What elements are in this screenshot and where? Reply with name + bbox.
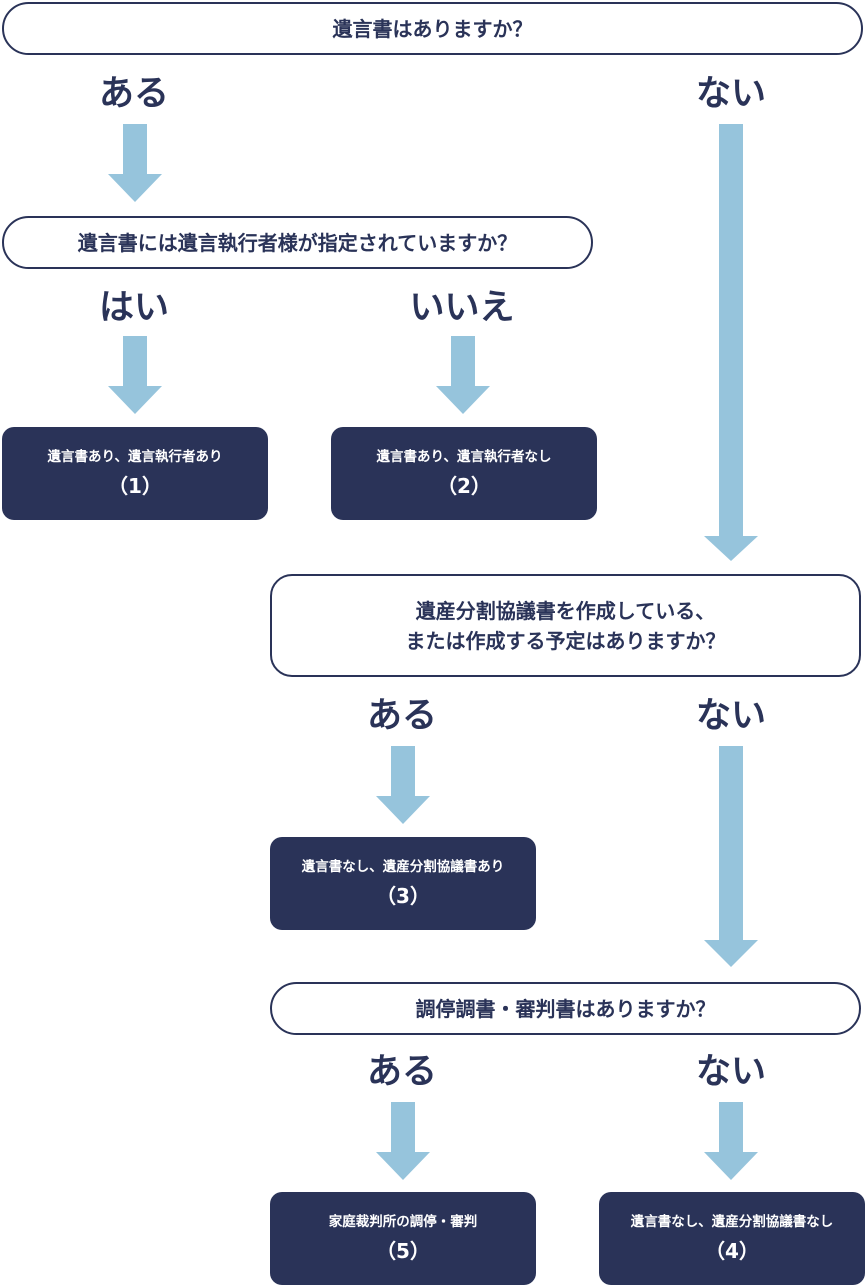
arrow-down-icon — [704, 746, 758, 967]
question-division-agreement-text: 遺産分割協議書を作成している、 または作成する予定はありますか？ — [405, 598, 726, 653]
arrow-down-icon — [376, 746, 430, 824]
arrow-down-icon — [704, 1102, 758, 1180]
result-text: 遺言書なし、遺産分割協議書なし — [630, 1213, 834, 1230]
label-q2-yes: はい — [98, 288, 169, 328]
result-number: （1） — [108, 473, 162, 498]
arrow-down-icon — [376, 1102, 430, 1180]
label-q3-yes: ある — [366, 696, 437, 736]
arrow-down-icon — [704, 124, 758, 561]
arrow-down-icon — [436, 336, 490, 414]
result-text: 家庭裁判所の調停・審判 — [328, 1213, 478, 1230]
question-division-agreement: 遺産分割協議書を作成している、 または作成する予定はありますか？ — [270, 574, 861, 677]
question-executor-designated-text: 遺言書には遺言執行者様が指定されていますか？ — [77, 230, 518, 255]
result-box-1: 遺言書あり、遺言執行者あり （1） — [2, 427, 268, 520]
result-number: （4） — [705, 1238, 759, 1263]
result-box-3: 遺言書なし、遺産分割協議書あり （3） — [270, 837, 536, 930]
result-number: （2） — [437, 473, 491, 498]
result-box-4: 遺言書なし、遺産分割協議書なし （4） — [599, 1192, 865, 1285]
question-executor-designated: 遺言書には遺言執行者様が指定されていますか？ — [2, 216, 593, 269]
result-number: （5） — [376, 1238, 430, 1263]
result-box-5: 家庭裁判所の調停・審判 （5） — [270, 1192, 536, 1285]
result-text: 遺言書あり、遺言執行者あり — [47, 448, 223, 465]
label-q1-no: ない — [695, 74, 766, 114]
result-box-2: 遺言書あり、遺言執行者なし （2） — [331, 427, 597, 520]
result-text: 遺言書あり、遺言執行者なし — [376, 448, 552, 465]
arrow-down-icon — [108, 336, 162, 414]
question-will-exists-text: 遺言書はありますか？ — [332, 16, 533, 41]
question-mediation-record: 調停調書・審判書はありますか？ — [270, 982, 861, 1035]
label-q4-no: ない — [695, 1052, 766, 1092]
question-will-exists: 遺言書はありますか？ — [2, 2, 863, 55]
result-number: （3） — [376, 883, 430, 908]
label-q4-yes: ある — [366, 1052, 437, 1092]
result-text: 遺言書なし、遺産分割協議書あり — [301, 858, 505, 875]
arrow-down-icon — [108, 124, 162, 202]
label-q1-yes: ある — [98, 74, 169, 114]
label-q3-no: ない — [695, 696, 766, 736]
question-mediation-record-text: 調停調書・審判書はありますか？ — [415, 996, 716, 1021]
label-q2-no: いいえ — [409, 288, 515, 328]
